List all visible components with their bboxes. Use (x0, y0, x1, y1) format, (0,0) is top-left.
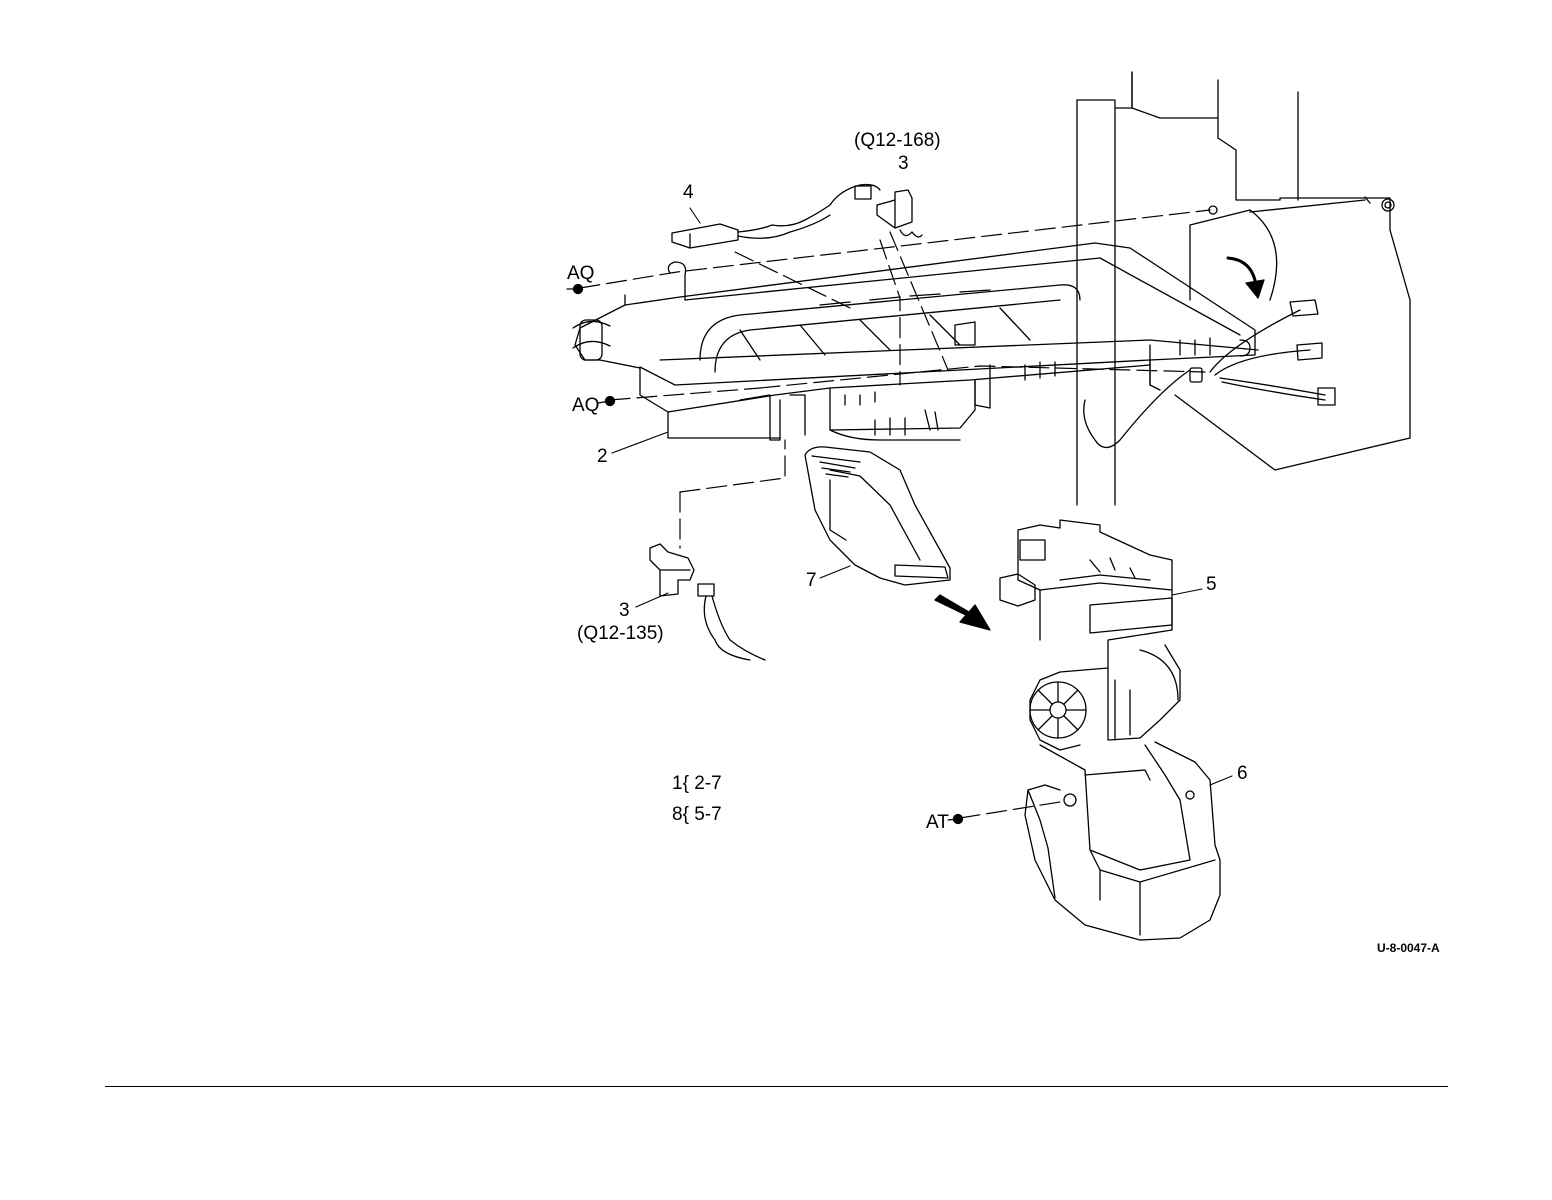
callout-3-lower: 3 (619, 601, 630, 620)
footer-divider (105, 1086, 1448, 1087)
callout-at: AT (926, 813, 949, 832)
callout-q12-135: (Q12-135) (577, 624, 664, 643)
rotation-arrow (1228, 258, 1256, 285)
kit-note-2: 8{ 5-7 (672, 805, 722, 824)
figure-id: U-8-0047-A (1377, 942, 1440, 954)
callout-7: 7 (806, 571, 817, 590)
part-7-chute (805, 447, 950, 585)
part-3-upper-sensor (877, 190, 922, 237)
wiring-harness (1084, 300, 1335, 448)
connector-dots (574, 285, 963, 824)
callout-2: 2 (597, 447, 608, 466)
direction-arrow (935, 595, 990, 630)
part-4-sensor (672, 185, 880, 248)
frame-panel (1077, 72, 1410, 505)
part-6-bracket (1025, 742, 1220, 940)
callout-5: 5 (1206, 575, 1217, 594)
callout-aq-top: AQ (567, 264, 594, 283)
part-3-lower-sensor (650, 544, 765, 660)
callout-aq-bottom: AQ (572, 396, 599, 415)
part-5-drive-assembly (1000, 520, 1180, 750)
callout-6: 6 (1237, 764, 1248, 783)
callout-4: 4 (683, 183, 694, 202)
callout-3-upper: 3 (898, 154, 909, 173)
rotation-arrowhead (1246, 280, 1264, 298)
callout-q12-168: (Q12-168) (854, 131, 941, 150)
kit-note-1: 1{ 2-7 (672, 774, 722, 793)
